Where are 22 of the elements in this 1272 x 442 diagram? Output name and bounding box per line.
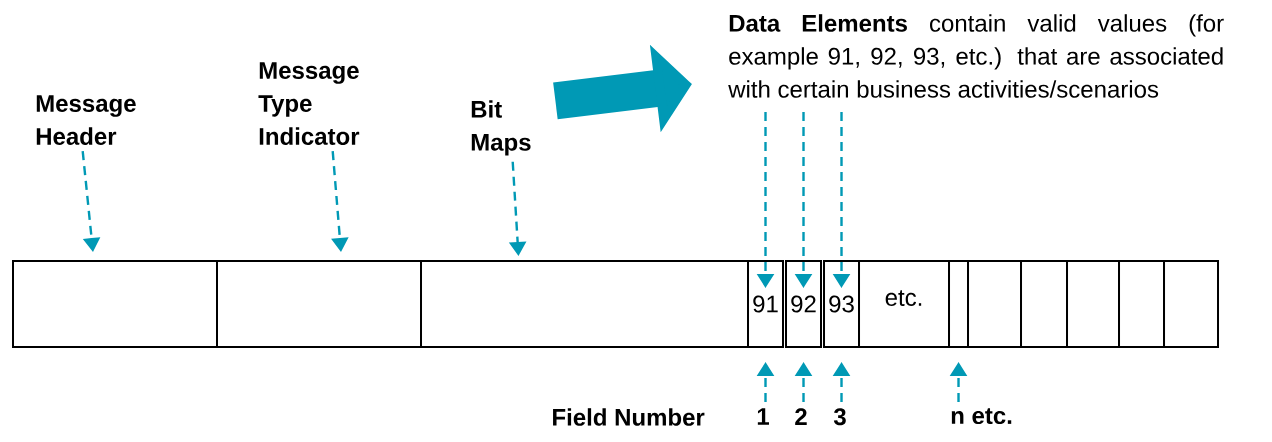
field-cell bbox=[216, 260, 422, 348]
field-label: Message Type Indicator bbox=[258, 62, 360, 145]
caption-text: Field Number bbox=[553, 408, 705, 426]
field-label: Message Header bbox=[36, 95, 136, 145]
field-cell: 93 bbox=[823, 260, 860, 348]
field-number: 1 bbox=[757, 408, 769, 425]
field-cell bbox=[1066, 260, 1120, 348]
field-cell bbox=[967, 260, 1022, 348]
field-cell bbox=[1020, 260, 1068, 348]
field-cell bbox=[1118, 260, 1165, 348]
field-cell bbox=[12, 260, 218, 348]
field-cell bbox=[420, 260, 749, 348]
field-number: n etc. bbox=[951, 408, 1012, 425]
field-cell: 91 bbox=[747, 260, 784, 348]
field-cell: 92 bbox=[785, 260, 822, 348]
field-cell bbox=[948, 260, 969, 348]
field-number: 3 bbox=[833, 408, 846, 426]
field-number: 2 bbox=[795, 408, 807, 425]
field-cell bbox=[1163, 260, 1219, 348]
field-label: Bit Maps bbox=[471, 100, 531, 156]
field-cell: etc. bbox=[858, 260, 950, 348]
description-text: Data Elements contain valid values (for example 91, 92, 93, etc.) that are associated with certain business activities/scenarios bbox=[728, 14, 1224, 98]
